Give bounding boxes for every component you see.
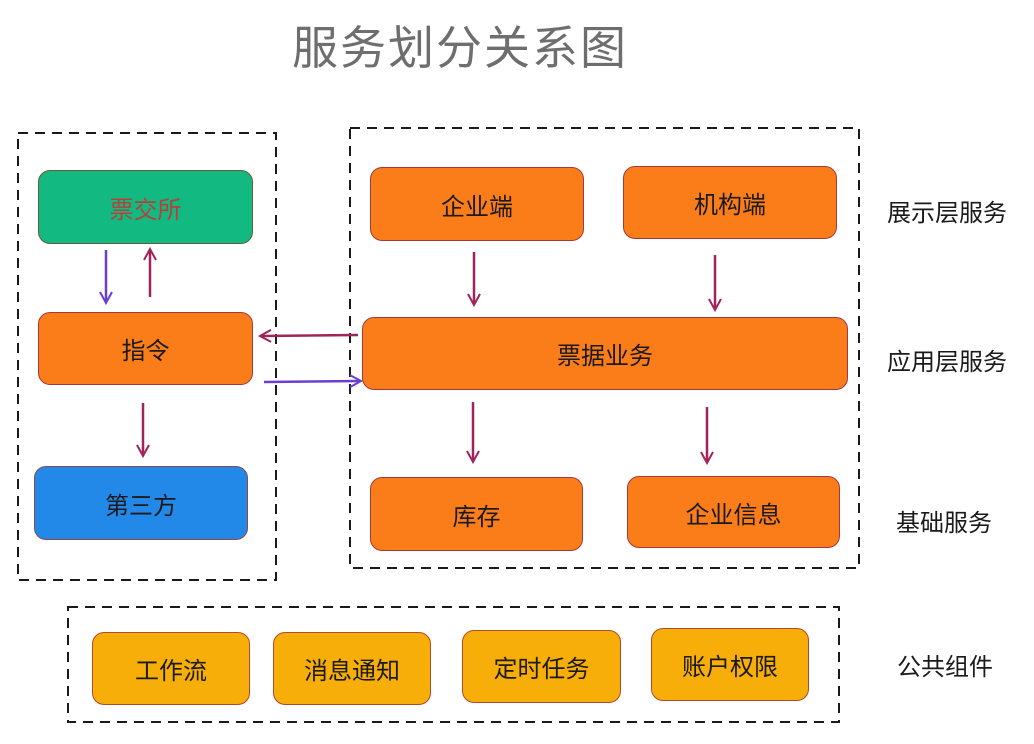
node-workflow: 工作流 bbox=[92, 632, 250, 705]
arrow-bill-to-command bbox=[261, 335, 359, 336]
layer-label-application: 应用层服务 bbox=[887, 348, 1007, 376]
node-command: 指令 bbox=[38, 312, 253, 385]
node-bill-business: 票据业务 bbox=[362, 317, 848, 390]
layer-label-presentation: 展示层服务 bbox=[887, 199, 1007, 227]
arrow-command-to-bill bbox=[263, 381, 360, 382]
layer-label-basic: 基础服务 bbox=[896, 509, 992, 537]
node-institution-end: 机构端 bbox=[623, 166, 837, 239]
node-enterprise-end: 企业端 bbox=[370, 167, 584, 241]
node-notification: 消息通知 bbox=[273, 632, 431, 705]
node-inventory: 库存 bbox=[370, 477, 583, 551]
node-scheduled-task: 定时任务 bbox=[462, 630, 621, 703]
node-exchange: 票交所 bbox=[38, 170, 253, 244]
left-group-container bbox=[17, 132, 277, 581]
layer-label-common: 公共组件 bbox=[897, 653, 993, 681]
node-enterprise-info: 企业信息 bbox=[627, 476, 840, 548]
diagram-title: 服务划分关系图 bbox=[292, 21, 628, 75]
node-third-party: 第三方 bbox=[34, 466, 248, 540]
node-account-permission: 账户权限 bbox=[651, 628, 809, 701]
